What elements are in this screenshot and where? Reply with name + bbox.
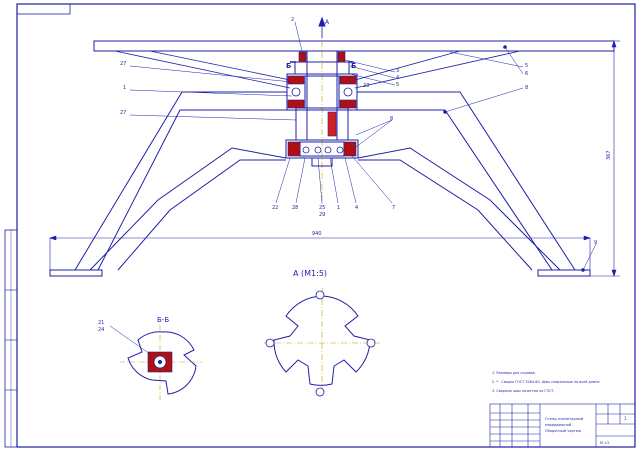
height-dimension bbox=[590, 40, 620, 277]
callout-top-4: 4 bbox=[396, 75, 399, 81]
title-line-3: Сборочный чертеж bbox=[545, 429, 582, 433]
callout-foot-9: 9 bbox=[594, 240, 597, 246]
view-arrow-a bbox=[318, 16, 326, 38]
callout-bottom-29: 29 bbox=[319, 212, 325, 218]
bearings bbox=[291, 87, 353, 154]
note-3: 3. Сварные швы качества по ГОСТ. bbox=[492, 389, 555, 393]
callout-top-5: 5 bbox=[396, 82, 399, 88]
callout-bottom-7: 7 bbox=[392, 205, 395, 211]
callout-bottom-4: 4 bbox=[355, 205, 358, 211]
section-label: Б-Б bbox=[157, 316, 169, 324]
view-a-part bbox=[264, 288, 380, 398]
base-feet bbox=[49, 269, 591, 277]
callout-bottom-25: 25 bbox=[319, 205, 325, 211]
title-line-2: передвижной bbox=[545, 423, 572, 427]
note-2: 2. * - Сварка ГОСТ 5264-80. Швы спиральн… bbox=[492, 380, 601, 384]
callout-top-2: 2 bbox=[291, 17, 294, 23]
section-b-b bbox=[120, 325, 202, 400]
title-scale: М 1:5 bbox=[600, 441, 609, 445]
section-hatching bbox=[287, 51, 357, 157]
callout-right-5: 5 bbox=[525, 63, 528, 69]
title-sheet: 1 bbox=[624, 416, 627, 421]
width-dimension bbox=[49, 235, 591, 270]
leader-dots bbox=[443, 45, 585, 272]
callout-right-6: 6 bbox=[525, 71, 528, 77]
callout-right-8: 8 bbox=[525, 85, 528, 91]
cut-letter-right: Б bbox=[351, 62, 356, 70]
cut-letter-left: Б bbox=[286, 62, 291, 70]
top-plate bbox=[93, 40, 615, 52]
section-callout-24: 24 bbox=[98, 327, 104, 333]
hub-assembly bbox=[285, 50, 359, 167]
frame-legs bbox=[74, 91, 576, 271]
title-line-1: Стенд планетарный bbox=[545, 417, 584, 421]
callout-left-3: 27 bbox=[120, 110, 126, 116]
callout-left-2: 1 bbox=[123, 85, 126, 91]
view-arrow-letter: A bbox=[325, 19, 330, 26]
note-1: 1. Размеры для справок. bbox=[492, 371, 536, 375]
section-leader bbox=[109, 325, 151, 355]
drawing-frame bbox=[4, 3, 636, 448]
dim-width-value: 940 bbox=[312, 231, 322, 237]
view-a-label: A (M1:5) bbox=[293, 269, 327, 278]
leader-lines bbox=[129, 21, 597, 271]
title-block bbox=[489, 403, 636, 448]
callout-bottom-28: 28 bbox=[292, 205, 298, 211]
dim-height-value: 367 bbox=[606, 150, 612, 160]
callout-left-1: 27 bbox=[120, 61, 126, 67]
callout-mid-23: 23 bbox=[363, 83, 369, 89]
upper-struts bbox=[114, 50, 521, 89]
callout-bottom-22: 22 bbox=[272, 205, 278, 211]
callout-bottom-1: 1 bbox=[337, 205, 340, 211]
section-callout-21: 21 bbox=[98, 320, 104, 326]
callout-top-3: 3 bbox=[396, 68, 399, 74]
callout-mid-8: 8 bbox=[390, 116, 393, 122]
